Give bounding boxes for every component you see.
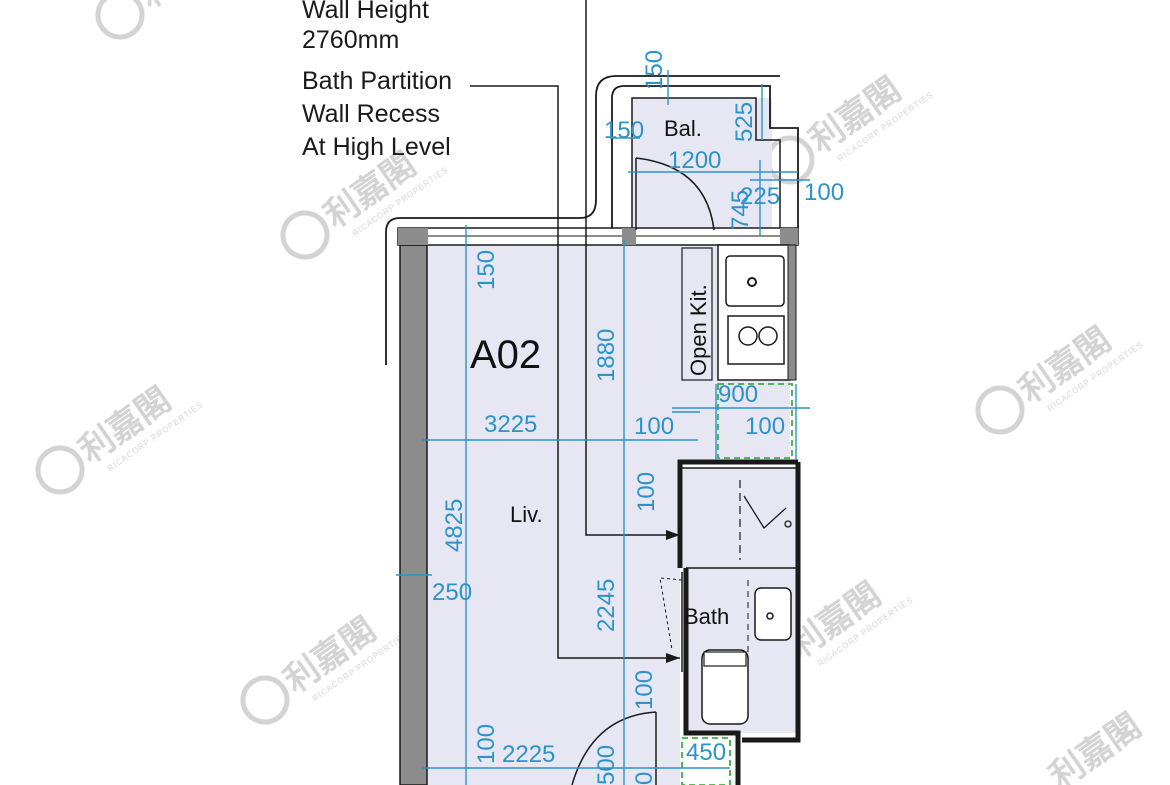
building-outline: [385, 75, 780, 365]
dim-low-500: 500: [593, 745, 620, 785]
dim-low-0: 0: [631, 772, 658, 785]
balcony-inner: [631, 97, 781, 228]
column-right: [780, 228, 798, 245]
dim-bal-225: 225: [740, 183, 780, 210]
column-left: [398, 228, 428, 245]
dim-liv-height: 4825: [441, 499, 468, 552]
dim-low-2225: 2225: [502, 741, 555, 768]
arrow-icon: [666, 530, 680, 540]
watermark-logo-icon: [975, 385, 1025, 435]
bath-partition-line-1: Bath Partition: [302, 67, 452, 95]
dim-mid-100a: 100: [634, 413, 674, 440]
burner-icon: [758, 326, 778, 346]
dim-mid-100b: 100: [633, 472, 660, 512]
balcony-label: Bal.: [664, 116, 702, 141]
watermark: 利嘉閣 RICACORP PROPERTIES: [975, 320, 1145, 435]
bath-label: Bath: [684, 604, 729, 629]
wall-height-note: Wall Height 2760mm: [302, 0, 436, 54]
dim-low-100b: 100: [473, 724, 500, 764]
bath-partition-line-2: Wall Recess: [302, 100, 440, 128]
balcony-outline: [611, 85, 799, 228]
dim-liv-top-150: 150: [473, 250, 500, 290]
entry-zone: [681, 737, 731, 785]
watermark-brand: 利嘉閣: [1042, 706, 1148, 785]
burner-icon: [738, 326, 758, 346]
dim-liv-width: 3225: [484, 411, 537, 438]
bath-wall: [677, 459, 801, 785]
dim-wall-250: 250: [432, 579, 472, 606]
living-label: Liv.: [510, 502, 543, 527]
dim-kit-900: 900: [718, 381, 758, 408]
watermark-logo-icon: [95, 0, 145, 40]
unit-label: A02: [470, 333, 541, 377]
dimension-lines: [396, 70, 810, 785]
column-mid: [622, 228, 636, 245]
balcony-door-swing: [635, 157, 715, 231]
dim-bal-depth: 745: [727, 190, 754, 230]
dim-liv-2245: 2245: [593, 579, 620, 632]
watermark-logo-icon: [240, 675, 290, 725]
dim-low-100a: 100: [631, 670, 658, 710]
watermark: 利嘉閣: [1042, 706, 1148, 785]
dim-kit-100: 100: [745, 413, 785, 440]
watermark-logo-icon: [35, 445, 85, 495]
west-wall: [399, 244, 428, 785]
kitchen-label-box: [681, 247, 713, 381]
watermark: 利嘉閣 RICACORP PROPERTIES: [35, 380, 205, 495]
toilet-icon: [701, 649, 749, 725]
basin-drain-icon: [766, 612, 774, 620]
bath-door-swing: [659, 577, 683, 651]
dim-bal-100: 100: [804, 179, 844, 206]
wall-height-leader-lower: [585, 215, 672, 536]
watermark-logo-icon: [280, 210, 330, 260]
shower-icon: [743, 495, 787, 530]
bath-partition-leader: [470, 85, 680, 659]
dim-bal-top: 150: [641, 50, 668, 90]
shower-drain-icon: [784, 520, 792, 528]
bath-partition-line-3: At High Level: [302, 133, 451, 161]
entry-door-swing: [571, 711, 657, 785]
dim-bal-side-right: 525: [731, 102, 758, 142]
arrow-icon: [666, 653, 680, 663]
sink-drain-icon: [747, 277, 757, 287]
balcony-floor: [632, 98, 772, 230]
watermark: 利嘉閣: [95, 0, 239, 40]
fridge-zone: [717, 383, 793, 459]
dim-bal-width: 1200: [668, 147, 721, 174]
wall-height-line-2: 2760mm: [302, 26, 399, 54]
watermark-brand: 利嘉閣: [132, 0, 238, 16]
kitchen-counter-back: [787, 244, 797, 381]
dim-low-450: 450: [686, 739, 726, 766]
kitchen-label: Open Kit.: [686, 284, 711, 376]
dim-bal-side-left: 150: [604, 117, 644, 144]
living-floor: [427, 245, 680, 785]
toilet-tank-icon: [703, 651, 747, 667]
dim-liv-1880: 1880: [593, 329, 620, 382]
watermark: 利嘉閣 RICACORP PROPERTIES: [240, 610, 410, 725]
bath-partition-note: Bath Partition Wall Recess At High Level: [302, 67, 459, 161]
watermark: 利嘉閣 RICACORP PROPERTIES: [765, 70, 935, 185]
wall-height-line-1: Wall Height: [302, 0, 429, 24]
